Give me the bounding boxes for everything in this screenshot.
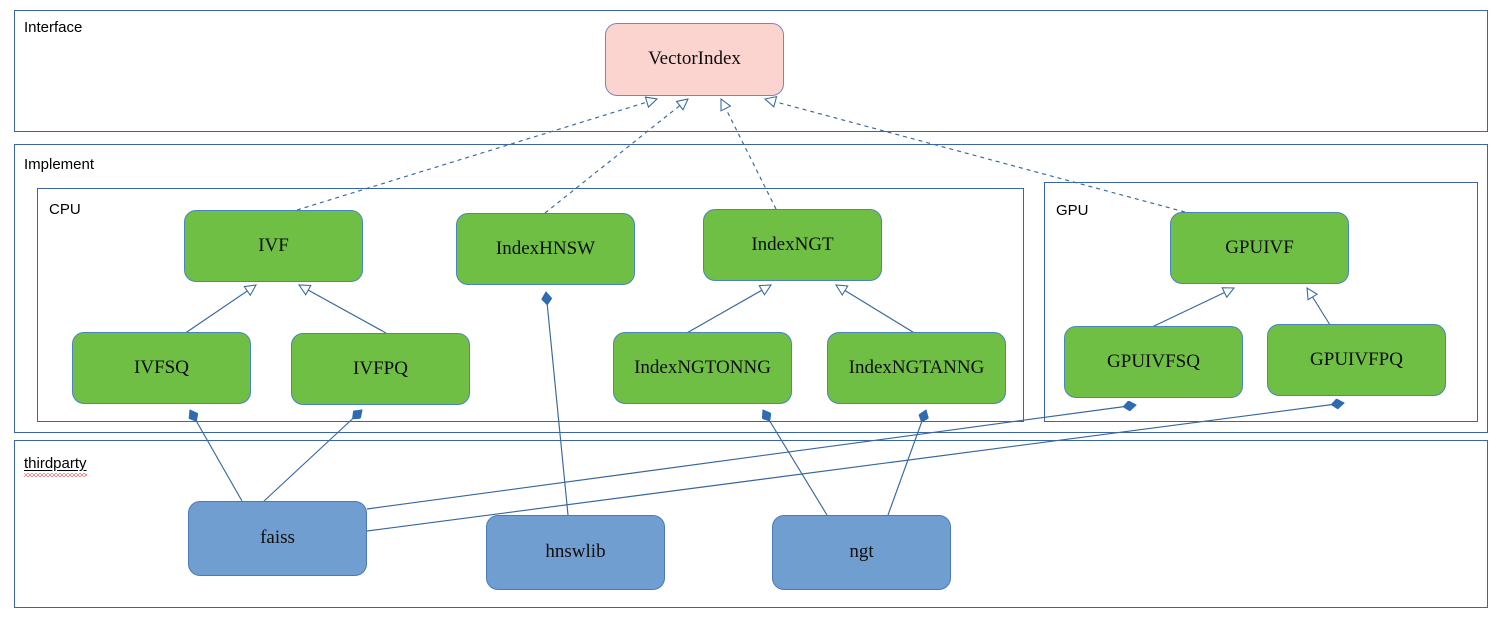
container-cpu — [37, 188, 1024, 422]
node-indexngtanng[interactable]: IndexNGTANNG — [827, 332, 1006, 404]
node-indexngtonng[interactable]: IndexNGTONNG — [613, 332, 792, 404]
node-vectorindex[interactable]: VectorIndex — [605, 23, 784, 96]
node-hnswlib[interactable]: hnswlib — [486, 515, 665, 590]
container-label-thirdparty: thirdparty — [24, 455, 87, 477]
node-faiss[interactable]: faiss — [188, 501, 367, 576]
node-ngt[interactable]: ngt — [772, 515, 951, 590]
node-ivfsq[interactable]: IVFSQ — [72, 332, 251, 404]
container-label-interface: Interface — [24, 19, 83, 36]
node-gpuivf[interactable]: GPUIVF — [1170, 212, 1349, 284]
node-ivf[interactable]: IVF — [184, 210, 363, 282]
node-indexngt[interactable]: IndexNGT — [703, 209, 882, 281]
container-thirdparty — [14, 440, 1488, 608]
container-gpu — [1044, 182, 1478, 422]
spellcheck-squiggle-underline — [24, 473, 87, 477]
node-indexhnsw[interactable]: IndexHNSW — [456, 213, 635, 285]
container-label-gpu: GPU — [1056, 202, 1089, 219]
container-implement — [14, 144, 1488, 433]
container-label-implement: Implement — [24, 156, 95, 173]
node-ivfpq[interactable]: IVFPQ — [291, 333, 470, 405]
node-gpuivfpq[interactable]: GPUIVFPQ — [1267, 324, 1446, 396]
node-gpuivfsq[interactable]: GPUIVFSQ — [1064, 326, 1243, 398]
container-label-cpu: CPU — [49, 201, 81, 218]
container-label-thirdparty-text: thirdparty — [24, 455, 87, 472]
container-interface — [14, 10, 1488, 132]
